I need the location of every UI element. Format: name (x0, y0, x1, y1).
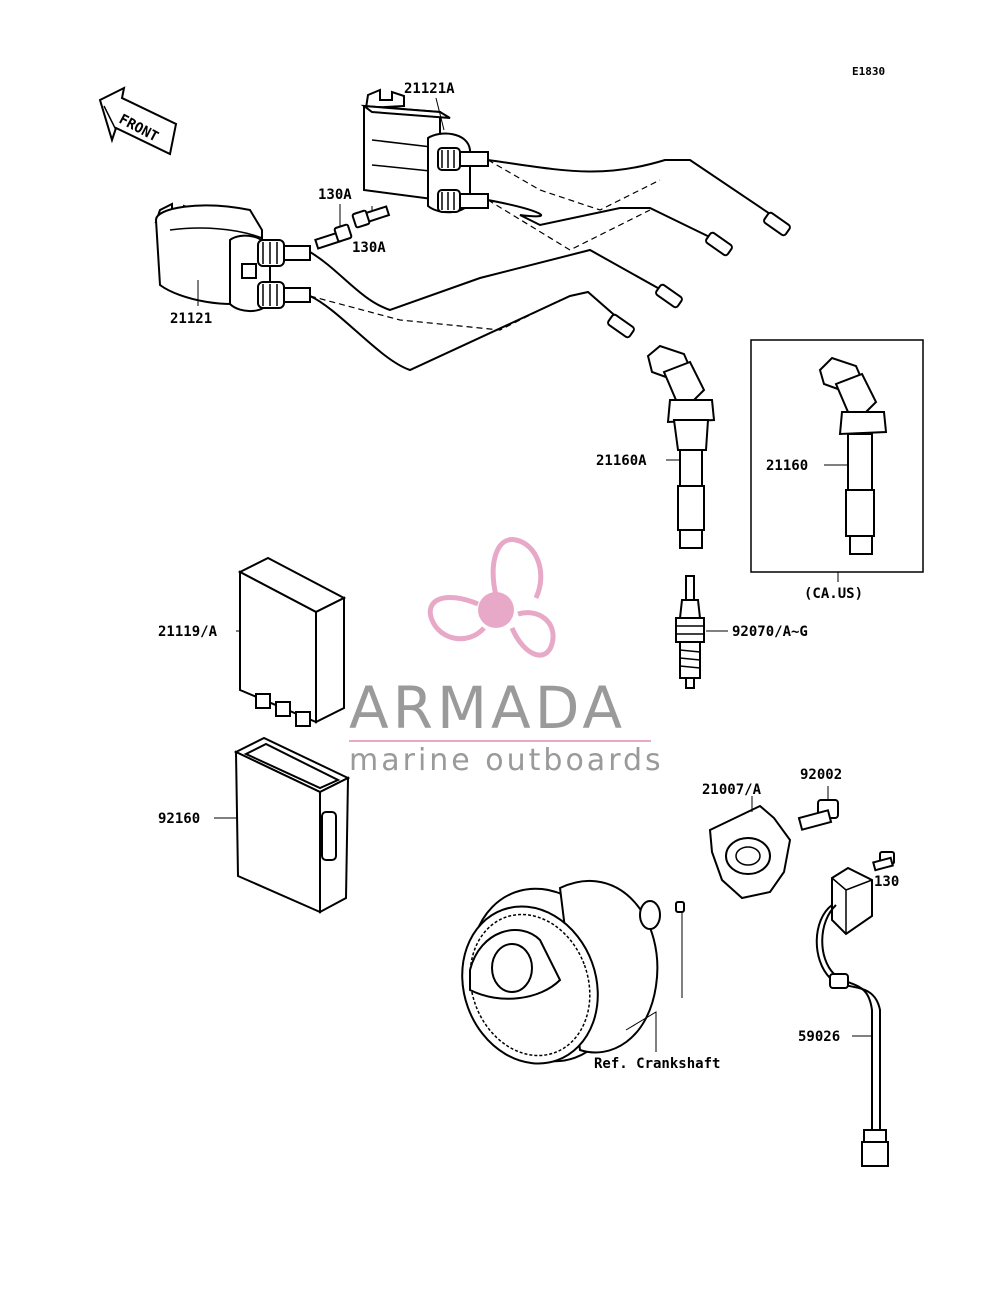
watermark: ARMADA marine outboards (349, 537, 664, 778)
leader-lines (197, 97, 680, 461)
callout-pickup-coil: 59026 (798, 1029, 840, 1045)
region-variant-box (750, 339, 924, 582)
callout-bolt-92002: 92002 (800, 767, 842, 783)
timing-plate (708, 796, 792, 900)
igniter-case (214, 736, 351, 914)
callout-plug-cap: 21160 (766, 458, 808, 474)
callout-bolt-130a-1: 130A (318, 187, 352, 203)
ignition-coil-a (360, 88, 489, 214)
timing-rotor (461, 880, 685, 1065)
igniter-unit (236, 556, 347, 727)
bolt-130 (872, 851, 895, 872)
bolt-130a-left (314, 223, 353, 250)
callout-crankshaft-ref: Ref. Crankshaft (594, 1056, 720, 1072)
callout-igniter: 21119/A (158, 624, 218, 640)
pickup-coil (815, 866, 889, 1167)
callout-coil: 21121 (170, 311, 212, 327)
callout-igniter-case: 92160 (158, 811, 200, 827)
callout-plug-cap-a: 21160A (596, 453, 647, 469)
callout-bolt-130: 130 (874, 874, 899, 890)
callout-timing-plate: 21007/A (702, 782, 762, 798)
callout-region-note: (CA.US) (804, 586, 863, 602)
ignition-coil (154, 202, 311, 312)
spark-plug (675, 575, 728, 689)
propeller-logo-icon (427, 537, 556, 658)
bolt-92002 (797, 786, 839, 831)
callout-coil-a: 21121A (404, 81, 455, 97)
diagram-code: E1830 (852, 65, 885, 78)
callout-bolt-130a-2: 130A (352, 240, 386, 256)
high-tension-wires (309, 159, 791, 372)
spark-plug-cap-a (646, 344, 716, 549)
callout-labels: 21121A 21121 130A 130A 21160A 21160 (CA.… (158, 81, 899, 1072)
callout-spark-plug: 92070/A~G (732, 624, 808, 640)
watermark-brand: ARMADA (349, 674, 626, 742)
bolt-130a-right (351, 205, 391, 229)
front-arrow: FRONT (98, 86, 178, 156)
watermark-tagline: marine outboards (349, 743, 664, 778)
